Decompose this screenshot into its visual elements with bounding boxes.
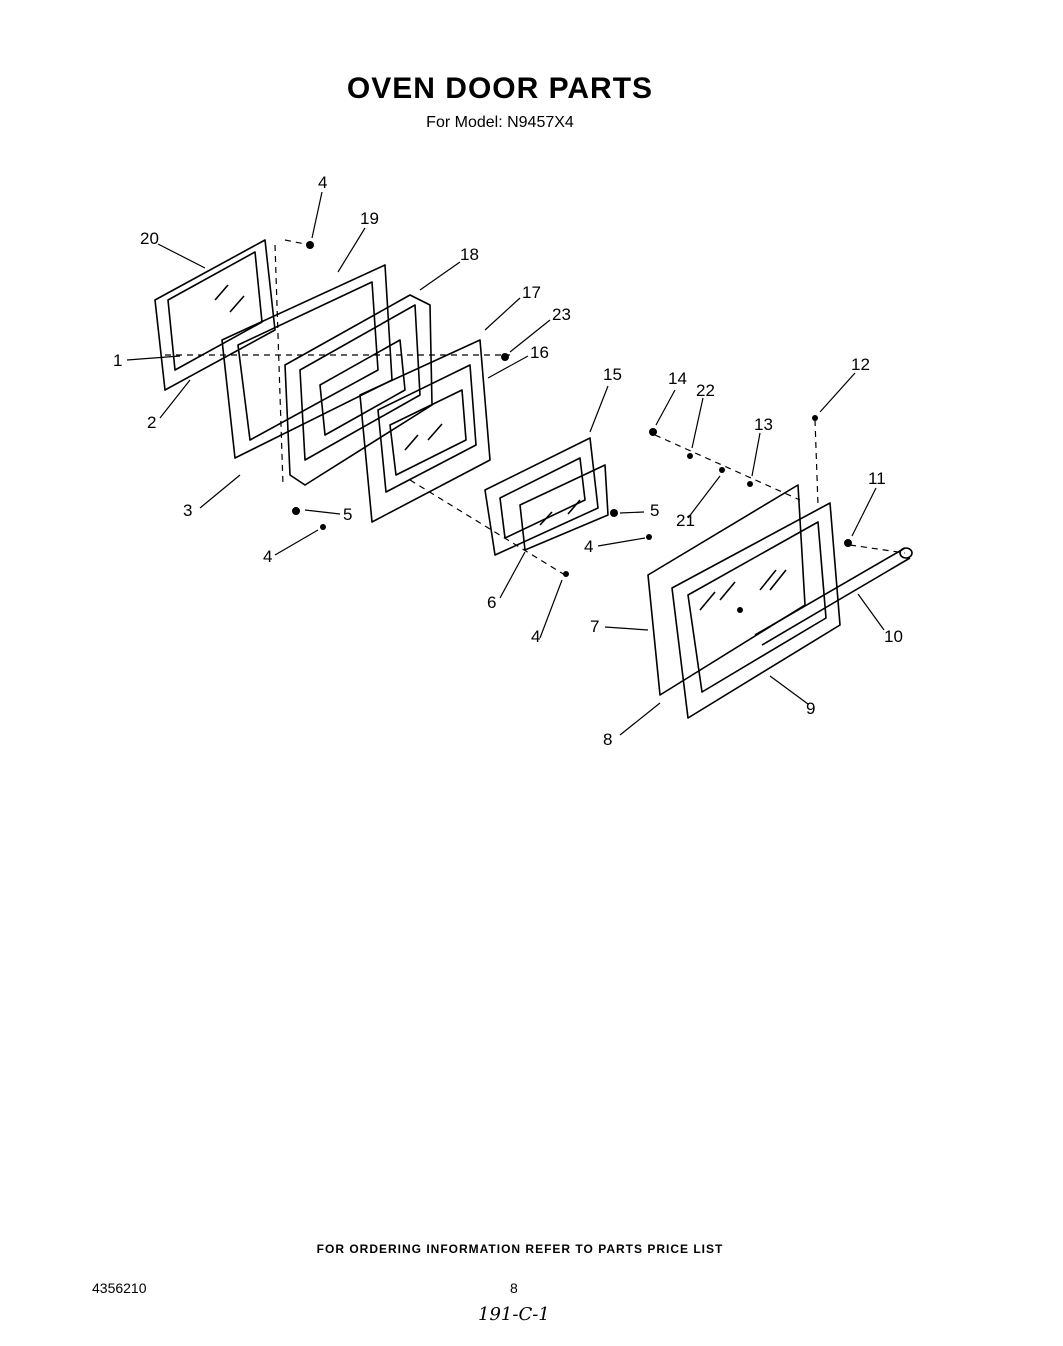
label-16: 16 — [530, 343, 549, 362]
screw-4-top — [306, 241, 314, 249]
part-18-box — [284, 294, 433, 486]
label-9: 9 — [806, 699, 815, 718]
cap-11 — [844, 539, 852, 547]
label-14: 14 — [668, 369, 687, 388]
part-17-door-liner — [359, 339, 491, 523]
part-number-labels: 20 4 19 18 17 23 16 1 2 3 5 4 15 14 22 1… — [113, 173, 903, 749]
washer-21 — [719, 467, 725, 473]
ordering-footer: FOR ORDERING INFORMATION REFER TO PARTS … — [316, 1242, 724, 1256]
nut-13 — [747, 481, 753, 487]
label-17: 17 — [522, 283, 541, 302]
page-title: OVEN DOOR PARTS — [346, 72, 654, 105]
screw-4-left — [320, 524, 326, 530]
assembly-lines — [165, 239, 906, 576]
screw-4-right — [646, 534, 652, 540]
label-19: 19 — [360, 209, 379, 228]
document-number: 4356210 — [92, 1280, 147, 1296]
center-fastener — [737, 607, 743, 613]
part-7-outer-glass — [647, 484, 806, 696]
label-4-right: 4 — [584, 537, 593, 556]
label-10: 10 — [884, 627, 903, 646]
label-4-left: 4 — [263, 547, 272, 566]
model-subtitle: For Model: N9457X4 — [426, 114, 574, 131]
hardware-parts — [292, 241, 852, 613]
label-11: 11 — [868, 469, 886, 488]
label-20: 20 — [140, 229, 159, 248]
label-3: 3 — [183, 501, 192, 520]
part-10-handle — [754, 547, 913, 646]
part-19-frame — [221, 264, 393, 459]
label-23: 23 — [552, 305, 571, 324]
screw-4-bottom — [563, 571, 569, 577]
part-9-outer-frame — [671, 502, 841, 719]
part-15-glass-pack — [484, 437, 609, 556]
label-6: 6 — [487, 593, 496, 612]
clip-5-right — [610, 509, 618, 517]
label-7: 7 — [590, 617, 599, 636]
screw-12 — [812, 415, 818, 421]
page-number: 8 — [510, 1280, 518, 1296]
label-5-left: 5 — [343, 505, 352, 524]
screw-14 — [649, 428, 657, 436]
label-22: 22 — [696, 381, 715, 400]
label-4-bottom: 4 — [531, 627, 540, 646]
label-13: 13 — [754, 415, 773, 434]
plug-23 — [501, 353, 509, 361]
clip-5-left — [292, 507, 300, 515]
handwritten-code: 191-C-1 — [478, 1304, 550, 1325]
label-1: 1 — [113, 351, 122, 370]
label-15: 15 — [603, 365, 622, 384]
label-12: 12 — [851, 355, 870, 374]
clip-22 — [687, 453, 693, 459]
label-4-top: 4 — [318, 173, 327, 192]
label-8: 8 — [603, 730, 612, 749]
leader-lines — [126, 191, 885, 736]
label-2: 2 — [147, 413, 156, 432]
label-5-right: 5 — [650, 501, 659, 520]
label-18: 18 — [460, 245, 479, 264]
label-21: 21 — [676, 511, 695, 530]
part-20-inner-panel — [154, 239, 276, 391]
